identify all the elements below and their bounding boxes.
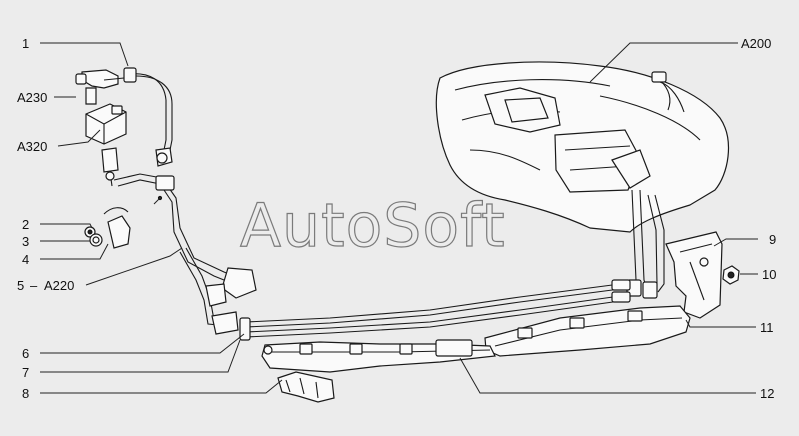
protective-shield-9	[665, 231, 723, 319]
callout-a230: A230	[17, 90, 47, 105]
callout-7: 7	[22, 365, 29, 380]
callout-2: 2	[22, 217, 29, 232]
callout-11: 11	[760, 320, 774, 335]
feed-line-a220	[113, 173, 257, 335]
callout-5: 5	[17, 278, 24, 293]
callout-5-separator: –	[30, 278, 38, 293]
nut-10	[722, 265, 740, 285]
callout-12: 12	[760, 386, 774, 401]
fuel-lines	[239, 279, 631, 341]
clip-4	[103, 207, 131, 249]
callout-3: 3	[22, 234, 29, 249]
tank-vent-lines	[626, 189, 665, 299]
callout-a220: A220	[44, 278, 74, 293]
fuel-hose-1	[123, 67, 173, 167]
valve-a230	[75, 69, 125, 105]
line-guard-11	[484, 305, 691, 357]
callout-4: 4	[22, 252, 29, 267]
callout-1: 1	[22, 36, 29, 51]
fuel-tank	[435, 61, 730, 233]
canister-a320	[85, 103, 127, 187]
callout-a200: A200	[741, 36, 771, 51]
leader-lines	[40, 42, 758, 394]
line-guard-12	[261, 339, 496, 373]
callout-a320: A320	[17, 139, 47, 154]
washer-3	[89, 233, 103, 247]
watermark-text: AutoSoft	[240, 191, 506, 261]
callout-9: 9	[769, 232, 776, 247]
callout-10: 10	[762, 267, 776, 282]
line-clip-8	[277, 371, 335, 403]
callout-8: 8	[22, 386, 29, 401]
callout-6: 6	[22, 346, 29, 361]
callout-labels: 1 A230 A320 2 3 4 5 – A220 6 7 8 A200 9 …	[17, 36, 776, 401]
